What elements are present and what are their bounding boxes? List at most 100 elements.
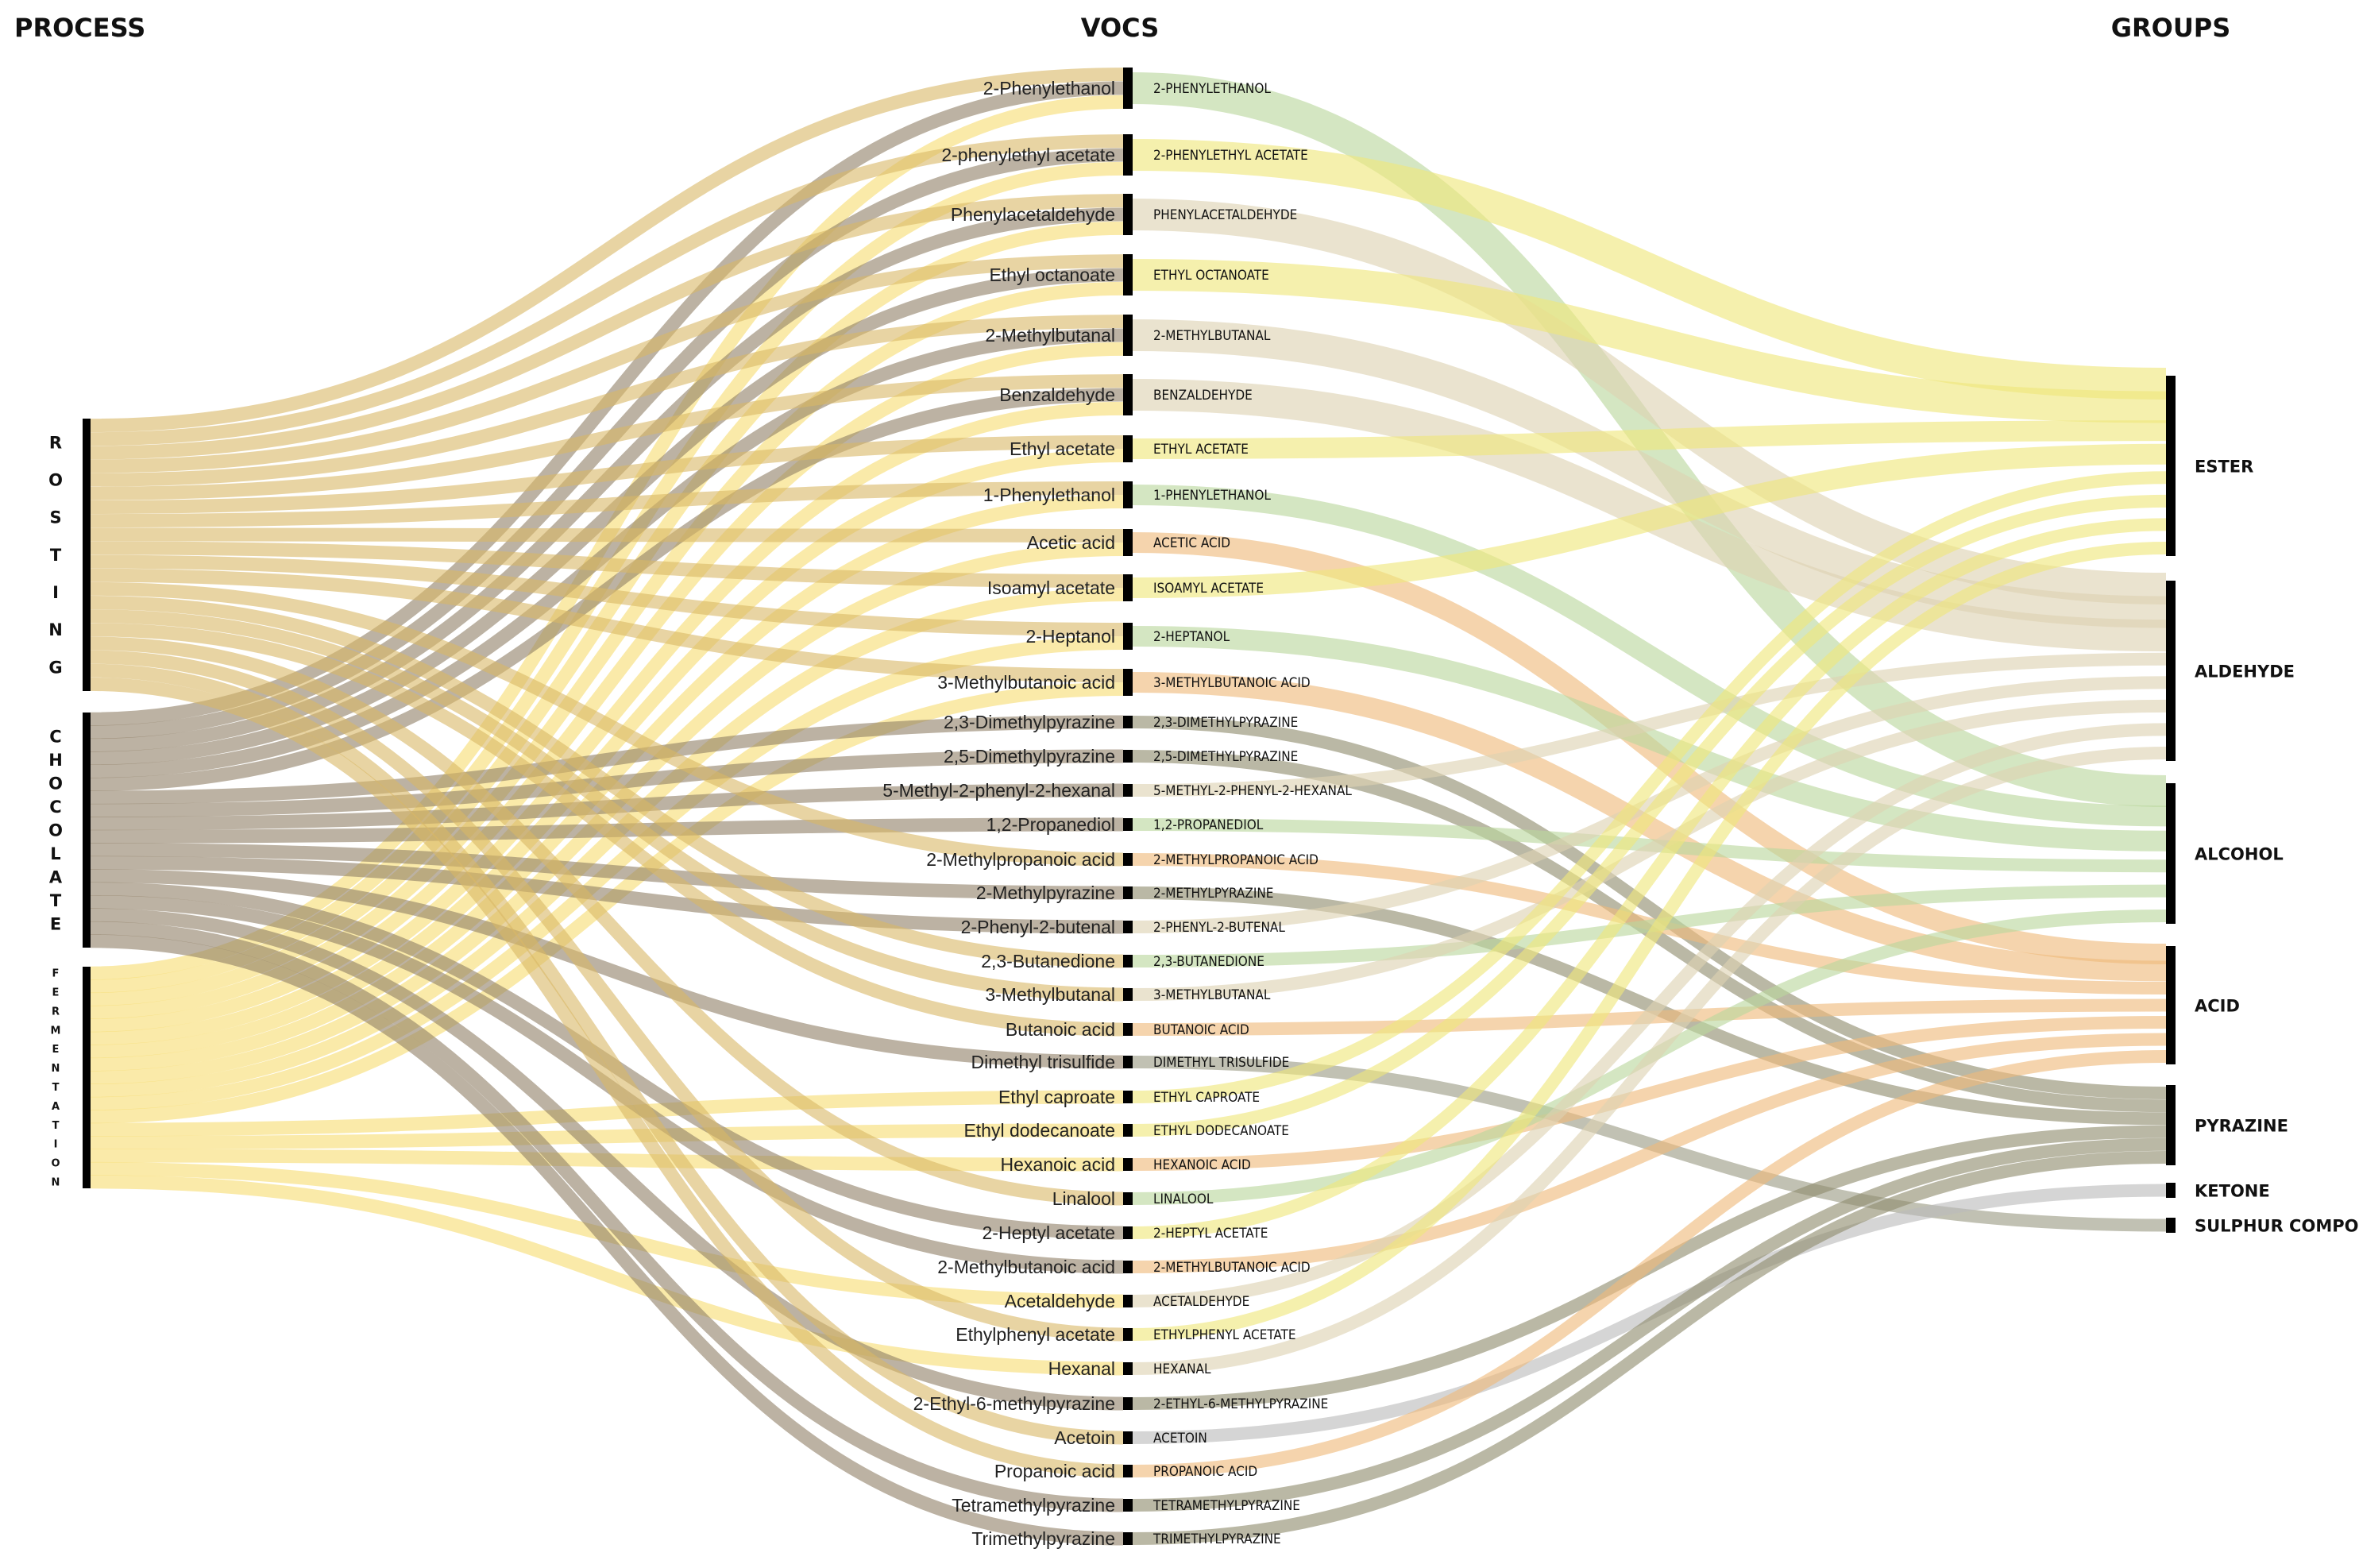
voc-node-5 — [1123, 374, 1133, 415]
link-roasting-to-voc-34 — [90, 677, 1124, 1478]
voc-label-upper-32: 2-ETHYL-6-METHYLPYRAZINE — [1153, 1396, 1328, 1412]
voc-node-20 — [1123, 988, 1133, 1001]
voc-label-3: Ethyl octanoate — [989, 265, 1115, 285]
voc-node-8 — [1123, 529, 1133, 556]
voc-label-upper-29: ACETALDEHYDE — [1153, 1294, 1249, 1310]
voc-node-23 — [1123, 1091, 1133, 1103]
link-voc-31-to-aldehyde — [1132, 747, 2167, 1375]
link-chocolate-to-voc-17 — [90, 843, 1124, 900]
voc-label-upper-3: ETHYL OCTANOATE — [1153, 268, 1269, 284]
link-fermentation-to-voc-11 — [90, 682, 1124, 1124]
voc-node-29 — [1123, 1295, 1133, 1307]
voc-node-1 — [1123, 134, 1133, 176]
process-label-letter: C — [49, 798, 61, 817]
voc-node-32 — [1123, 1397, 1133, 1410]
voc-label-upper-19: 2,3-BUTANEDIONE — [1153, 954, 1264, 970]
process-label-letter: I — [52, 583, 59, 602]
voc-label-upper-30: ETHYLPHENYL ACETATE — [1153, 1327, 1296, 1343]
voc-label-0: 2-Phenylethanol — [983, 78, 1115, 98]
link-voc-3-to-ester — [1132, 259, 2167, 423]
link-voc-12-to-pyrazine — [1132, 716, 2167, 1099]
link-fermentation-to-voc-23 — [90, 1090, 1124, 1137]
link-roasting-to-voc-5 — [90, 374, 1124, 500]
voc-node-22 — [1123, 1056, 1133, 1068]
voc-node-35 — [1123, 1499, 1133, 1512]
process-label-letter: O — [51, 1158, 60, 1170]
process-label-letter: O — [48, 774, 63, 793]
voc-node-36 — [1123, 1532, 1133, 1545]
voc-label-6: Ethyl acetate — [1010, 438, 1115, 459]
link-voc-19-to-alcohol — [1132, 884, 2167, 967]
process-label-letter: T — [52, 1120, 60, 1132]
voc-node-18 — [1123, 921, 1133, 933]
voc-label-upper-21: BUTANOIC ACID — [1153, 1022, 1249, 1038]
voc-label-31: Hexanal — [1048, 1358, 1115, 1379]
voc-label-20: 3-Methylbutanal — [985, 984, 1115, 1005]
voc-label-27: 2-Heptyl acetate — [983, 1222, 1115, 1243]
voc-label-upper-10: 2-HEPTANOL — [1153, 629, 1230, 645]
process-label-letter: G — [48, 658, 62, 677]
voc-label-34: Propanoic acid — [994, 1461, 1115, 1481]
link-roasting-to-voc-6 — [90, 435, 1124, 514]
voc-label-14: 5-Methyl-2-phenyl-2-hexanal — [882, 780, 1115, 801]
link-voc-20-to-aldehyde — [1132, 699, 2167, 1001]
process-header: PROCESS — [14, 13, 145, 43]
voc-label-upper-20: 3-METHYLBUTANAL — [1153, 987, 1271, 1003]
link-voc-36-to-pyrazine — [1132, 1151, 2167, 1545]
voc-node-15 — [1123, 818, 1133, 831]
group-node-sulphur — [2166, 1218, 2176, 1233]
process-label-letter: S — [49, 508, 61, 527]
voc-label-23: Ethyl caproate — [998, 1087, 1115, 1107]
voc-label-9: Isoamyl acetate — [987, 577, 1115, 598]
link-voc-22-to-sulphur — [1132, 1056, 2167, 1232]
group-label-aldehyde: ALDEHYDE — [2195, 662, 2295, 682]
voc-node-34 — [1123, 1465, 1133, 1477]
voc-label-upper-17: 2-METHYLPYRAZINE — [1153, 886, 1273, 902]
voc-label-upper-25: HEXANOIC ACID — [1153, 1157, 1251, 1173]
voc-node-2 — [1123, 194, 1133, 235]
link-roasting-to-voc-4 — [90, 315, 1124, 487]
link-roasting-to-voc-10 — [90, 554, 1124, 636]
voc-label-upper-15: 1,2-PROPANEDIOL — [1153, 817, 1264, 833]
link-roasting-to-voc-16 — [90, 581, 1124, 867]
process-node-chocolate — [83, 713, 91, 948]
process-label-letter: H — [48, 751, 63, 770]
voc-node-33 — [1123, 1431, 1133, 1444]
voc-label-36: Trimethylpyrazine — [971, 1528, 1115, 1549]
voc-label-16: 2-Methylpropanoic acid — [926, 849, 1115, 870]
voc-label-upper-22: DIMETHYL TRISULFIDE — [1153, 1055, 1289, 1071]
link-chocolate-to-voc-35 — [90, 921, 1124, 1512]
nodes-layer — [83, 68, 2176, 1545]
link-voc-27-to-ester — [1132, 518, 2167, 1239]
process-label-letter: C — [49, 727, 61, 746]
group-node-pyrazine — [2166, 1085, 2176, 1165]
voc-label-18: 2-Phenyl-2-butenal — [961, 917, 1115, 937]
link-voc-11-to-acid — [1132, 672, 2167, 982]
link-voc-30-to-ester — [1132, 542, 2167, 1341]
link-chocolate-to-voc-18 — [90, 855, 1124, 934]
voc-label-upper-27: 2-HEPTYL ACETATE — [1153, 1226, 1268, 1242]
voc-node-30 — [1123, 1328, 1133, 1341]
voc-label-upper-13: 2,5-DIMETHYLPYRAZINE — [1153, 749, 1298, 765]
link-voc-28-to-acid — [1132, 1033, 2167, 1273]
process-label-letter: T — [50, 891, 62, 910]
column-headers: PROCESS VOCS GROUPS — [14, 13, 2230, 43]
voc-node-26 — [1123, 1192, 1133, 1205]
voc-label-1: 2-phenylethyl acetate — [941, 145, 1115, 165]
link-chocolate-to-voc-36 — [90, 934, 1124, 1546]
voc-label-upper-2: PHENYLACETALDEHYDE — [1153, 207, 1297, 223]
voc-label-upper-7: 1-PHENYLETHANOL — [1153, 488, 1271, 504]
link-voc-24-to-ester — [1132, 494, 2167, 1137]
voc-node-3 — [1123, 254, 1133, 295]
voc-label-5: Benzaldehyde — [999, 384, 1115, 405]
link-roasting-to-voc-11 — [90, 568, 1124, 682]
link-fermentation-to-voc-31 — [90, 1175, 1124, 1376]
voc-label-22: Dimethyl trisulfide — [971, 1052, 1116, 1072]
voc-node-7 — [1123, 481, 1133, 508]
voc-node-9 — [1123, 574, 1133, 601]
link-roasting-to-voc-30 — [90, 650, 1124, 1342]
voc-node-0 — [1123, 68, 1133, 109]
